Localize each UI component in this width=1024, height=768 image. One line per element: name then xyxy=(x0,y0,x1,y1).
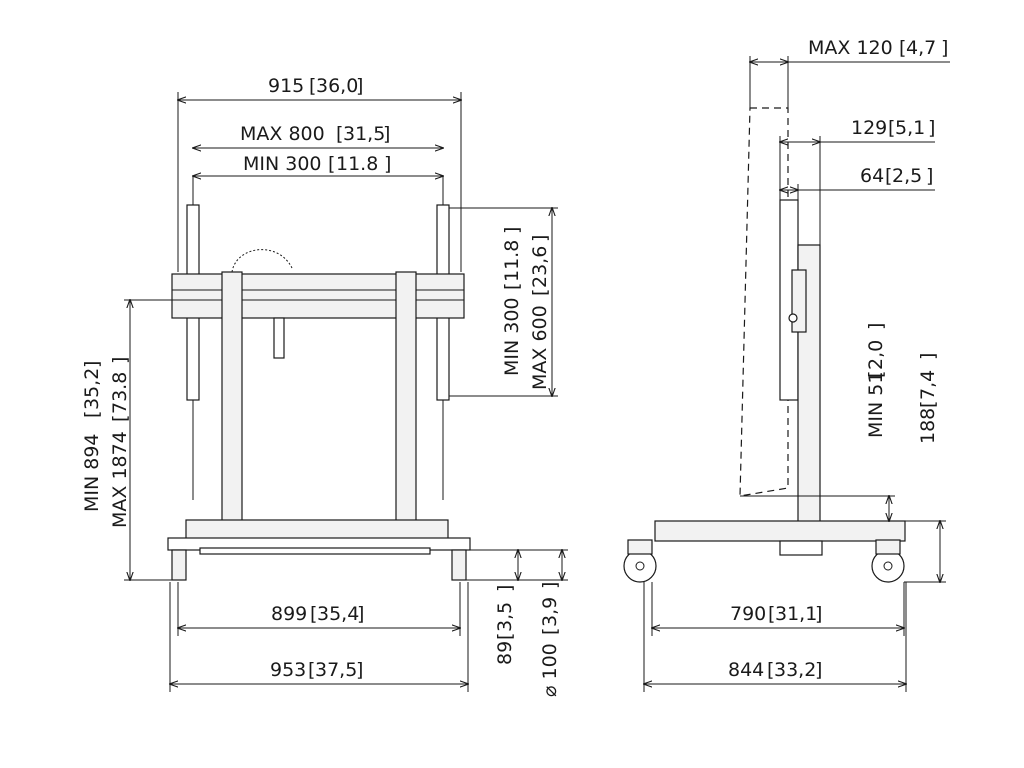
dim-depth-64: 64 xyxy=(860,165,884,187)
dim-depth-64-in: 2,5 xyxy=(892,165,922,187)
svg-text:[: [ xyxy=(539,628,561,635)
dim-base-height-in: 7,4 xyxy=(917,370,939,400)
svg-text:[: [ xyxy=(768,603,775,625)
svg-text:]: ] xyxy=(865,323,887,330)
svg-text:[: [ xyxy=(109,415,131,422)
svg-text:[: [ xyxy=(865,371,887,378)
dim-base-width-in: 37,5 xyxy=(315,659,357,681)
svg-text:[: [ xyxy=(888,117,895,139)
dim-caster-span: 899 xyxy=(271,603,307,625)
dim-tilt-offset: MAX 120 xyxy=(808,37,893,59)
side-stand-drawing xyxy=(623,107,906,583)
side-view: MAX 120 [ 4,7 ] 129 [ 5,1 ] 64 [ 2,5 ] M… xyxy=(623,37,950,692)
svg-text:[: [ xyxy=(328,153,335,175)
svg-text:]: ] xyxy=(815,659,822,681)
svg-text:[: [ xyxy=(899,37,906,59)
svg-text:]: ] xyxy=(928,117,935,139)
dim-vesa-max-width-in: 31,5 xyxy=(343,123,385,145)
dim-base-depth: 844 xyxy=(728,659,764,681)
svg-text:]: ] xyxy=(356,659,363,681)
svg-text:[: [ xyxy=(494,633,516,640)
dim-caster-span-in: 35,4 xyxy=(317,603,359,625)
dim-tilt-offset-in: 4,7 xyxy=(906,37,936,59)
dim-vesa-min-height: MIN 300 xyxy=(501,297,523,376)
front-view: 915 [ 36,0 ] MAX 800 [ 31,5 ] MIN 300 [ … xyxy=(81,75,568,697)
svg-text:[: [ xyxy=(529,289,551,296)
dim-caster-diameter: ⌀ 100 xyxy=(539,643,561,697)
svg-text:[: [ xyxy=(336,123,343,145)
svg-text:]: ] xyxy=(815,603,822,625)
dim-vesa-max-height-in: 23,6 xyxy=(529,246,551,288)
svg-text:[: [ xyxy=(308,659,315,681)
svg-text:]: ] xyxy=(383,123,390,145)
dim-caster-diameter-in: 3,9 xyxy=(539,597,561,627)
svg-text:]: ] xyxy=(917,353,939,360)
dim-height-min: MIN 894 xyxy=(81,433,103,512)
svg-text:[: [ xyxy=(767,659,774,681)
svg-text:[: [ xyxy=(917,401,939,408)
front-stand-drawing xyxy=(167,204,471,581)
dim-vesa-min-height-in: 11.8 xyxy=(501,240,523,282)
svg-text:]: ] xyxy=(941,37,948,59)
dim-overall-width: 915 xyxy=(268,75,304,97)
svg-text:]: ] xyxy=(501,227,523,234)
dim-caster-height-in: 3,5 xyxy=(494,602,516,632)
dim-vesa-max-width: MAX 800 xyxy=(240,123,325,145)
svg-text:[: [ xyxy=(501,283,523,290)
dim-depth-129-in: 5,1 xyxy=(895,117,925,139)
dim-side-caster-span-in: 31,1 xyxy=(775,603,817,625)
svg-text:]: ] xyxy=(81,361,103,368)
dim-vesa-min-width-in: 11.8 xyxy=(336,153,378,175)
dim-screen-bottom-min: MIN 51 xyxy=(865,372,887,438)
svg-text:]: ] xyxy=(926,165,933,187)
dim-vesa-min-width: MIN 300 xyxy=(243,153,322,175)
svg-text:[: [ xyxy=(309,75,316,97)
svg-text:[: [ xyxy=(81,411,103,418)
svg-text:[: [ xyxy=(310,603,317,625)
svg-text:[: [ xyxy=(885,165,892,187)
dim-overall-width-in: 36,0 xyxy=(316,75,358,97)
dim-caster-height: 89 xyxy=(494,641,516,665)
svg-text:]: ] xyxy=(384,153,391,175)
dim-vesa-max-height: MAX 600 xyxy=(529,305,551,390)
svg-text:]: ] xyxy=(494,585,516,592)
dim-base-width: 953 xyxy=(270,659,306,681)
dim-base-height: 188 xyxy=(917,408,939,444)
dim-side-caster-span: 790 xyxy=(730,603,766,625)
dim-height-max: MAX 1874 xyxy=(109,431,131,528)
dim-base-depth-in: 33,2 xyxy=(774,659,816,681)
dim-height-max-in: 73.8 xyxy=(109,372,131,414)
svg-text:]: ] xyxy=(356,75,363,97)
dim-depth-129: 129 xyxy=(851,117,887,139)
svg-text:]: ] xyxy=(539,582,561,589)
svg-text:]: ] xyxy=(529,235,551,242)
svg-text:]: ] xyxy=(357,603,364,625)
dim-screen-bottom-min-in: 2,0 xyxy=(865,340,887,370)
svg-text:]: ] xyxy=(109,357,131,364)
dim-height-min-in: 35,2 xyxy=(81,368,103,410)
